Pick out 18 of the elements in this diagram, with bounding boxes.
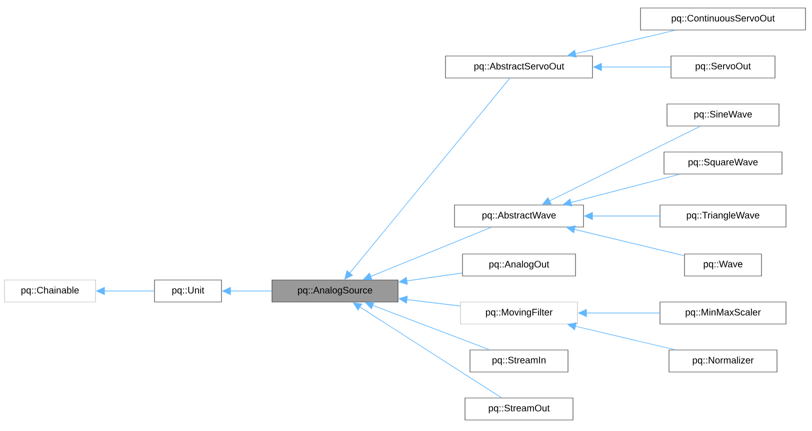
- class-box: pq::Normalizer: [668, 350, 778, 372]
- class-box: pq::Chainable: [4, 280, 96, 302]
- class-box: pq::MovingFilter: [460, 302, 578, 324]
- class-box: pq::ContinuousServoOut: [640, 8, 806, 30]
- class-box: pq::AnalogOut: [462, 254, 576, 276]
- class-box: pq::AbstractWave: [454, 204, 584, 228]
- class-box: pq::AbstractServoOut: [445, 56, 593, 78]
- class-box: pq::SquareWave: [664, 152, 782, 174]
- class-box: pq::MinMaxScaler: [660, 302, 786, 324]
- class-box: pq::Unit: [154, 280, 222, 302]
- class-box: pq::Wave: [684, 254, 762, 276]
- class-box: pq::AnalogSource: [272, 280, 398, 302]
- class-box: pq::StreamIn: [470, 350, 568, 372]
- class-box: pq::ServoOut: [670, 56, 776, 78]
- inheritance-arrow: [352, 302, 502, 398]
- class-box: pq::StreamOut: [464, 398, 574, 420]
- class-box: pq::SineWave: [666, 104, 780, 126]
- class-box: pq::TriangleWave: [660, 204, 786, 228]
